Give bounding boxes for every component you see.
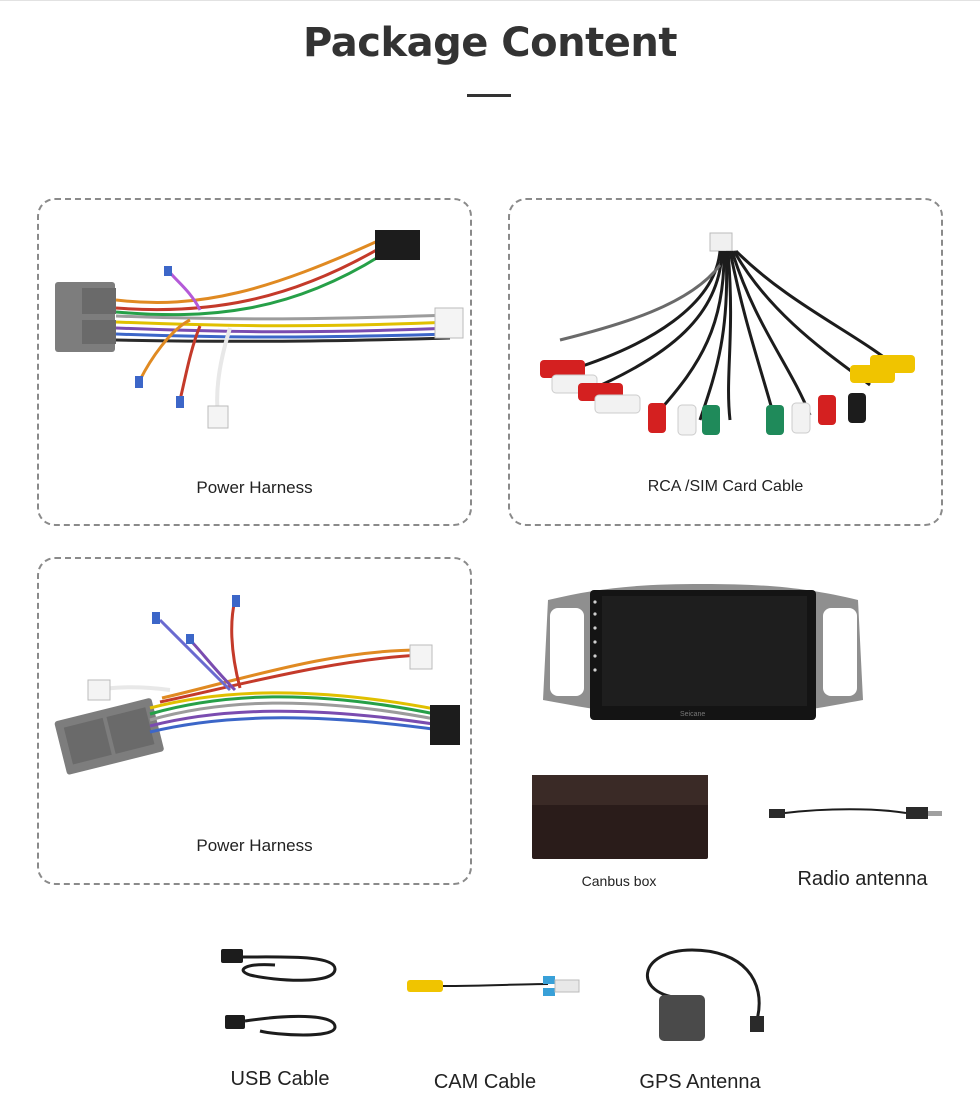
rca-sim-cable-image [540, 232, 915, 436]
canbus-box-image [532, 775, 708, 859]
rca-sim-panel [508, 198, 943, 526]
usb-cable-image [221, 949, 337, 1037]
power-harness-2-image [54, 595, 460, 775]
power-harness-panel-1 [37, 198, 472, 526]
cam-cable-label: CAM Cable [433, 1071, 537, 1093]
cam-cable-image [407, 976, 580, 996]
radio-antenna-image [769, 807, 942, 819]
power-harness-2-label: Power Harness [196, 836, 313, 855]
head-unit-brand: Seicane [680, 711, 706, 718]
canbus-box-label: Canbus box [581, 873, 657, 889]
usb-cable-label: USB Cable [230, 1068, 330, 1090]
title-underline [467, 94, 511, 97]
radio-antenna-label: Radio antenna [797, 868, 928, 890]
power-harness-1-label: Power Harness [196, 478, 313, 497]
page-title: Package Content [303, 20, 677, 66]
top-divider [0, 0, 980, 1]
rca-sim-cable-label: RCA /SIM Card Cable [647, 478, 804, 495]
head-unit-image [543, 584, 863, 720]
power-harness-panel-2 [37, 557, 472, 885]
gps-antenna-image [645, 948, 764, 1041]
gps-antenna-label: GPS Antenna [639, 1071, 761, 1093]
power-harness-1-image [55, 230, 464, 429]
